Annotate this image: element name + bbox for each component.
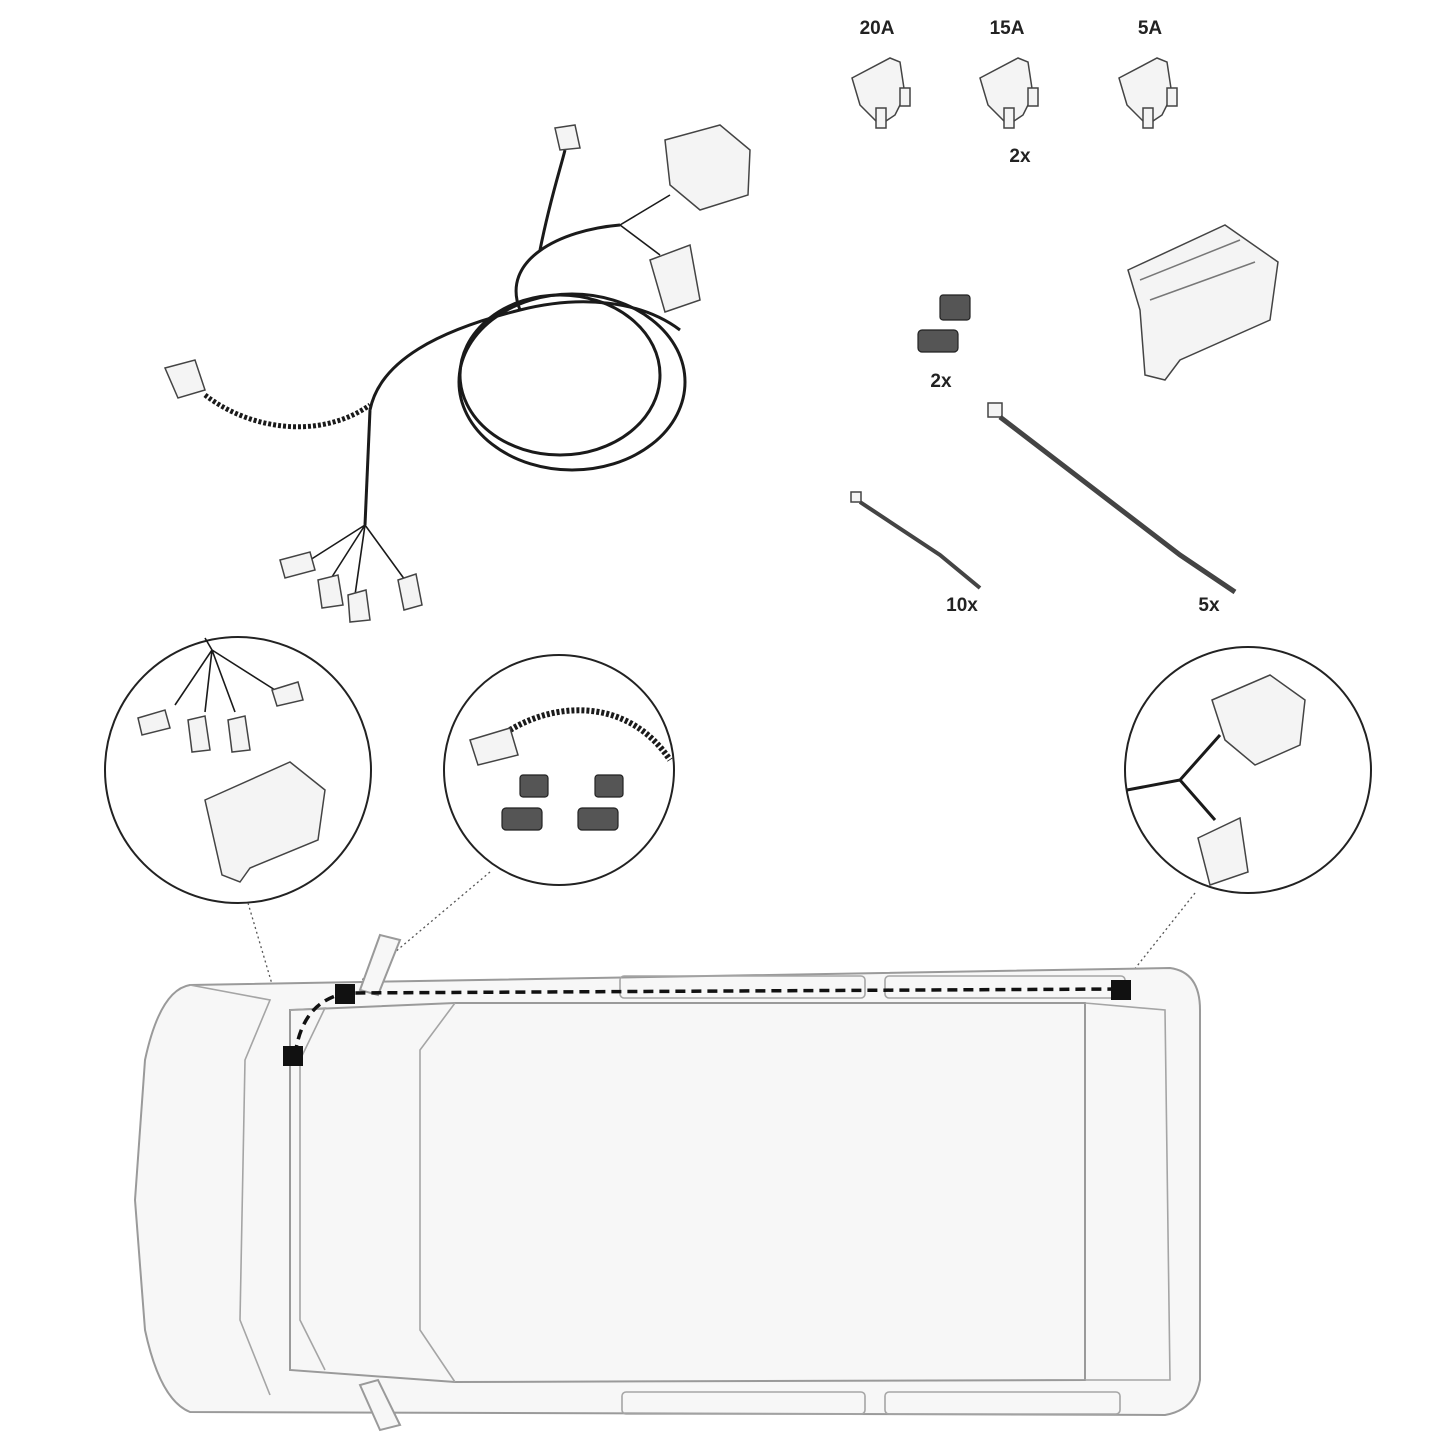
wiring-harness (163, 124, 751, 623)
fuse-label: 5A (1138, 18, 1163, 39)
small-tie-quantity: 10x (946, 595, 978, 616)
fuse-label: 20A (860, 18, 895, 39)
fuse-15a: 15A 2x (979, 18, 1039, 167)
large-tie-quantity: 5x (1198, 595, 1220, 616)
cable-tie-small: 10x (850, 491, 982, 616)
mount-point-marker (335, 984, 355, 1004)
detail-circle-rear (1124, 646, 1372, 894)
connector-holder (1127, 224, 1279, 381)
mount-point-marker (1111, 980, 1131, 1000)
van-top-view (133, 933, 1201, 1432)
mount-point-marker (283, 1046, 303, 1066)
detail-circle-front (104, 636, 372, 904)
mounting-clip: 2x (917, 294, 971, 392)
fuse-quantity: 2x (1009, 146, 1031, 167)
clip-quantity: 2x (930, 371, 952, 392)
leader-lines (247, 871, 1196, 1046)
fuse-label: 15A (990, 18, 1025, 39)
detail-circle-pillar (443, 654, 675, 886)
cable-tie-large: 5x (987, 402, 1237, 616)
fuse-20a: 20A (851, 18, 911, 129)
cable-route (283, 980, 1131, 1066)
fuse-5a: 5A (1118, 18, 1178, 129)
